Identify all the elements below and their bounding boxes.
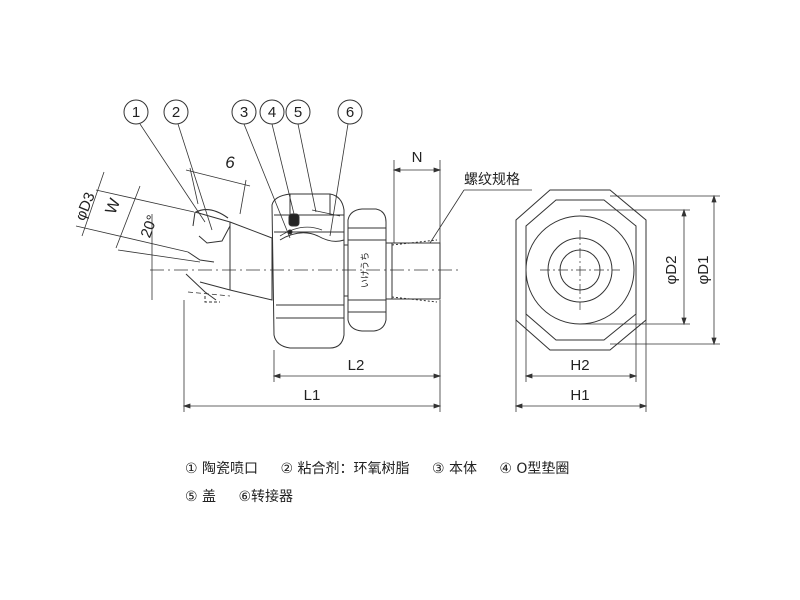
callout-4: 4 [268, 104, 276, 121]
end-view [515, 189, 647, 351]
threaded-end [385, 239, 441, 303]
dim-n: N [412, 149, 423, 166]
callout-6: 6 [346, 104, 354, 121]
end-view-dimensions [514, 194, 720, 412]
legend-item: ⑤ 盖 [185, 489, 217, 505]
callout-2: 2 [172, 104, 180, 121]
dim-l2: L2 [348, 357, 365, 374]
body-marking: いけうち [360, 252, 371, 288]
body [271, 193, 345, 349]
ceramic-tip [185, 208, 273, 303]
legend-item: ③ 本体 [431, 461, 477, 477]
dim-angle: 20° [138, 213, 162, 240]
dim-l1: L1 [304, 387, 321, 404]
tip-dimensions [75, 167, 251, 300]
dim-d3: φD3 [72, 190, 99, 223]
legend-item: ① 陶瓷喷口 [185, 461, 259, 477]
dim-h2: H2 [570, 357, 589, 374]
callout-5: 5 [294, 104, 302, 121]
dim-w: W [103, 196, 125, 217]
o-ring [288, 213, 300, 227]
callout-1: 1 [132, 104, 140, 121]
dim-d1: φD1 [695, 256, 712, 285]
dim-d2: φD2 [663, 256, 680, 285]
legend-item: ④ O型垫圈 [499, 461, 570, 477]
parts-legend-row-1: ① 陶瓷喷口 ② 粘合剂：环氧树脂 ③ 本体 ④ O型垫圈 [185, 458, 587, 478]
thread-spec-label: 螺纹规格 [464, 172, 520, 188]
callout-3: 3 [240, 104, 248, 121]
parts-legend-row-2: ⑤ 盖 ⑥转接器 [185, 486, 311, 506]
length-dimensions [182, 300, 442, 412]
legend-item: ② 粘合剂：环氧树脂 [280, 461, 410, 477]
dim-six: 6 [225, 153, 235, 172]
n-dimension [392, 160, 442, 243]
dim-h1: H1 [570, 387, 589, 404]
legend-item: ⑥转接器 [238, 489, 294, 505]
adapter [344, 208, 387, 332]
callout-leaders [139, 123, 532, 244]
